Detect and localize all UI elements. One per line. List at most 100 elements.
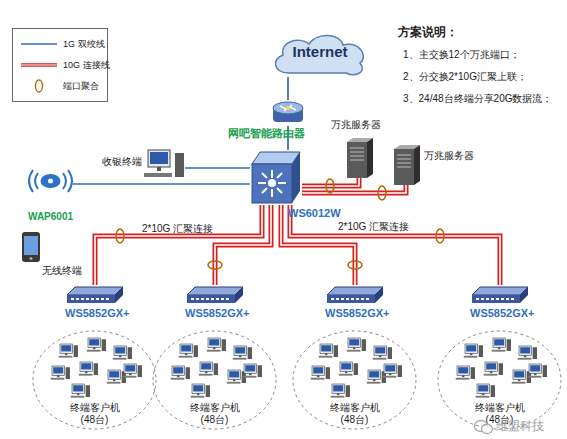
node-icon	[392, 145, 420, 185]
stand	[205, 371, 207, 373]
port-aggregation	[378, 186, 386, 200]
switch-front	[187, 295, 235, 303]
screen	[209, 339, 219, 345]
server-bays	[397, 155, 411, 167]
tower	[214, 363, 218, 375]
monitor	[465, 344, 477, 353]
watermark: 维盟科技	[496, 420, 544, 433]
client-pc	[113, 346, 132, 360]
switch-center	[268, 179, 276, 187]
legend-sample	[19, 79, 59, 93]
cable-link	[185, 167, 250, 168]
screen	[385, 365, 395, 371]
screen	[73, 385, 83, 391]
tower	[194, 345, 198, 357]
client-group: 终端客户机 (48台)	[292, 330, 417, 430]
cube-top	[252, 152, 300, 164]
monitor	[108, 370, 120, 379]
fiber-link	[281, 205, 355, 285]
stand	[93, 347, 95, 349]
client-pc	[71, 384, 90, 398]
monitor	[228, 370, 240, 379]
stand	[373, 379, 375, 381]
keyboard	[87, 350, 101, 352]
node-icon	[187, 285, 243, 305]
phone-button	[30, 257, 33, 260]
stand	[119, 355, 121, 357]
monitor	[529, 364, 541, 373]
watermark-icon	[474, 419, 494, 435]
node-label: 万兆服务器	[424, 150, 474, 162]
client-pc	[484, 362, 503, 376]
keyboard	[227, 382, 241, 384]
client-pc	[339, 362, 358, 376]
client-pc	[51, 366, 70, 380]
wifi-badge	[41, 174, 61, 188]
stand	[57, 375, 59, 377]
screen	[193, 385, 203, 391]
stand	[325, 353, 327, 355]
client-pc	[373, 346, 392, 360]
client-group: 终端客户机 (48台)	[32, 330, 157, 430]
router-top	[273, 102, 303, 114]
legend-sample	[19, 37, 59, 51]
note-line: 2、分交换2*10G汇聚上联；	[403, 70, 527, 83]
node-icon	[472, 285, 528, 305]
legend-aggregation	[36, 80, 43, 92]
node-label: 网吧智能路由器	[228, 127, 305, 139]
server-node: 万兆服务器	[345, 138, 373, 178]
tower	[138, 365, 142, 377]
client-pcs	[51, 338, 142, 398]
router-arrows	[280, 105, 296, 111]
link-label: 2*10G 汇聚连接	[338, 220, 409, 233]
client-pcs	[456, 338, 547, 398]
stand	[317, 375, 319, 377]
client-pc	[528, 364, 547, 378]
access-switch: WS5852GX+	[67, 285, 123, 305]
client-group: 终端客户机 (48台)	[152, 330, 277, 430]
connector-group	[302, 185, 406, 193]
stand	[482, 393, 484, 395]
screen	[125, 365, 135, 371]
monitor	[485, 362, 497, 371]
tower	[388, 347, 392, 359]
monitor	[477, 384, 489, 393]
tower	[499, 363, 503, 375]
tower	[398, 365, 402, 377]
node-label: Internet	[270, 46, 370, 58]
client-pc	[518, 346, 537, 360]
node-label: 终端客户机 (48台)	[322, 402, 387, 426]
client-pc	[179, 344, 198, 358]
fiber-link-gap	[281, 205, 355, 285]
wifi-dot	[48, 179, 53, 184]
screen	[235, 347, 245, 353]
keyboard	[518, 358, 532, 360]
client-pc	[59, 344, 78, 358]
keyboard	[59, 356, 73, 358]
fiber-link-gap	[302, 185, 406, 193]
fiber-link	[215, 205, 271, 285]
port-aggregation	[348, 261, 362, 269]
client-pcs	[311, 338, 402, 398]
tower	[102, 339, 106, 351]
client-pc	[492, 338, 511, 352]
client-pc	[199, 362, 218, 376]
stand	[129, 373, 131, 375]
monitor	[192, 384, 204, 393]
screen	[109, 371, 119, 377]
stand	[157, 167, 161, 171]
screen	[530, 365, 540, 371]
monitor	[368, 370, 380, 379]
screen	[150, 152, 168, 164]
cashier-terminal: 收银终端	[140, 150, 185, 178]
keyboard	[107, 382, 121, 384]
keyboard	[492, 350, 506, 352]
screen	[349, 339, 359, 345]
keyboard	[207, 350, 221, 352]
stand	[345, 371, 347, 373]
keyboard	[484, 374, 498, 376]
monitor	[348, 338, 360, 347]
screen	[61, 345, 71, 351]
server-side	[367, 138, 373, 178]
monitor	[312, 366, 324, 375]
